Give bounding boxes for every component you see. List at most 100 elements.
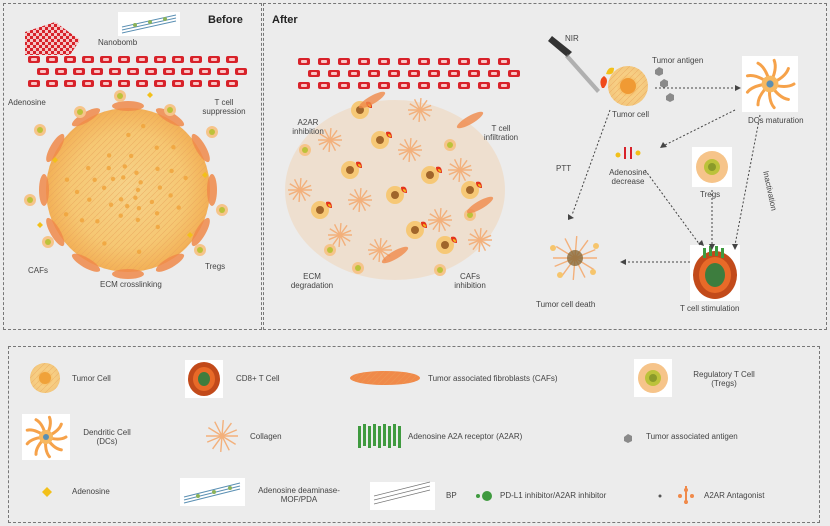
adenosine-dot bbox=[147, 92, 153, 98]
legend-cd8-t-cell-icon bbox=[185, 360, 223, 398]
collagen-fiber bbox=[408, 104, 432, 116]
collagen-fiber bbox=[318, 134, 342, 146]
legend-inhibitor-icon bbox=[476, 491, 492, 501]
legend-tumor-cell-icon bbox=[30, 363, 60, 393]
tumor-nucleus bbox=[86, 165, 91, 171]
tumor-nucleus bbox=[154, 145, 159, 150]
tumor-nucleus bbox=[108, 202, 114, 207]
after-title: After bbox=[272, 14, 298, 26]
tumor-nucleus bbox=[87, 197, 92, 202]
tumor-nucleus bbox=[79, 218, 85, 223]
tumor-nucleus bbox=[63, 212, 69, 217]
after-tissue bbox=[285, 91, 505, 280]
tumor-nucleus bbox=[136, 249, 142, 255]
legend-nanobomb-icon bbox=[180, 478, 245, 506]
tumor-nucleus bbox=[135, 187, 141, 193]
legend-label-nanobomb: Adenosine deaminase-MOF/PDA bbox=[258, 486, 340, 504]
arrow-heads bbox=[568, 85, 741, 265]
label-tumor-cell-death: Tumor cell death bbox=[536, 300, 596, 309]
pathway-arrows bbox=[571, 87, 761, 263]
nir-laser-icon bbox=[548, 36, 600, 93]
collagen-fiber bbox=[448, 164, 472, 176]
label-nanobomb: Nanobomb bbox=[98, 38, 138, 47]
tumor-nucleus bbox=[125, 203, 130, 209]
caf-cell bbox=[112, 101, 144, 111]
caf-cell bbox=[71, 253, 101, 272]
after-panel bbox=[263, 3, 827, 330]
label-t-cell-infiltration: T cell infiltration bbox=[483, 124, 519, 142]
adenosine-dot bbox=[202, 172, 208, 178]
label-ecm-degradation: ECM degradation bbox=[290, 272, 334, 290]
label-nir: NIR bbox=[565, 34, 579, 43]
tumor-nucleus bbox=[92, 177, 97, 183]
before-panel bbox=[3, 3, 262, 330]
tumor-nucleus bbox=[135, 217, 141, 223]
legend-antagonist-icon bbox=[658, 486, 694, 504]
caf-cell bbox=[207, 174, 217, 206]
tumor-nucleus bbox=[122, 164, 128, 169]
tumor-nucleus bbox=[101, 185, 107, 191]
collagen-fiber bbox=[206, 429, 238, 443]
legend-label-tumor-cell: Tumor Cell bbox=[72, 374, 111, 383]
collagen-fiber bbox=[468, 234, 492, 246]
legend-label-adenosine: Adenosine bbox=[72, 487, 110, 496]
legend-label-antagonist: A2AR Antagonist bbox=[704, 491, 765, 500]
legend-panel bbox=[8, 346, 820, 523]
tumor-nucleus bbox=[171, 144, 176, 150]
tumor-nucleus bbox=[183, 175, 188, 181]
tumor-nucleus bbox=[154, 211, 160, 216]
collagen-fiber bbox=[368, 244, 392, 256]
tumor-nucleus bbox=[64, 177, 70, 182]
caf-cell bbox=[155, 108, 185, 127]
tumor-nucleus bbox=[155, 224, 161, 230]
legend-collagen-icon bbox=[206, 419, 238, 453]
label-tumor-cell: Tumor cell bbox=[612, 110, 650, 119]
tumor-nucleus bbox=[126, 132, 131, 138]
tumor-nucleus bbox=[118, 197, 124, 202]
tumor-nucleus bbox=[155, 166, 160, 171]
tumor-nucleus bbox=[95, 219, 100, 224]
legend-dc-icon bbox=[22, 414, 70, 460]
tumor-nucleus bbox=[102, 241, 107, 246]
caf-cell bbox=[112, 269, 144, 279]
legend-antigen-icon bbox=[624, 434, 632, 443]
label-dcs-maturation: DCs maturation bbox=[748, 116, 804, 125]
label-ptt: PTT bbox=[556, 164, 572, 173]
legend-label-inhibitor: PD-L1 inhibitor/A2AR inhibitor bbox=[500, 491, 607, 500]
tumor-nucleus bbox=[110, 176, 116, 182]
caf-cell bbox=[381, 246, 409, 264]
adenosine-dot bbox=[187, 232, 193, 238]
label-tregs-before: Tregs bbox=[205, 262, 226, 271]
tumor-fragment bbox=[590, 269, 596, 275]
legend-label-collagen: Collagen bbox=[250, 432, 282, 441]
legend-label-dc: Dendritic Cell (DCs) bbox=[83, 428, 131, 446]
caf-cell bbox=[466, 196, 494, 214]
adenosine-decrease-icon bbox=[615, 147, 641, 159]
legend-caf-icon bbox=[350, 371, 420, 385]
tumor-nucleus bbox=[149, 199, 155, 205]
tumor-nucleus bbox=[169, 168, 174, 174]
tumor-cell-death-cell bbox=[550, 236, 599, 280]
tumor-nucleus bbox=[74, 189, 80, 195]
caf-cell bbox=[46, 217, 65, 247]
legend-label-caf: Tumor associated fibroblasts (CAFs) bbox=[428, 374, 558, 383]
t-cell-stimulation-cell bbox=[690, 245, 740, 301]
collagen-fiber bbox=[348, 194, 372, 206]
tumor-nucleus bbox=[138, 180, 143, 185]
caf-cell bbox=[191, 133, 210, 163]
collagen-fiber bbox=[398, 144, 422, 156]
after-cell-row bbox=[298, 58, 520, 89]
tumor-nucleus bbox=[118, 213, 123, 218]
legend-adenosine-icon bbox=[42, 487, 52, 497]
tumor-nucleus bbox=[157, 185, 163, 190]
tumor-nucleus bbox=[136, 205, 142, 211]
legend-label-cd8: CD8+ T Cell bbox=[236, 374, 280, 383]
antigen-dot bbox=[666, 93, 674, 102]
adenosine-dot bbox=[37, 222, 43, 228]
tumor-nucleus bbox=[141, 123, 146, 129]
tumor-nucleus bbox=[121, 175, 126, 180]
label-t-cell-stimulation: T cell stimulation bbox=[680, 304, 740, 313]
legend-label-a2ar: Adenosine A2A receptor (A2AR) bbox=[408, 432, 523, 441]
caf-cell bbox=[191, 217, 210, 247]
